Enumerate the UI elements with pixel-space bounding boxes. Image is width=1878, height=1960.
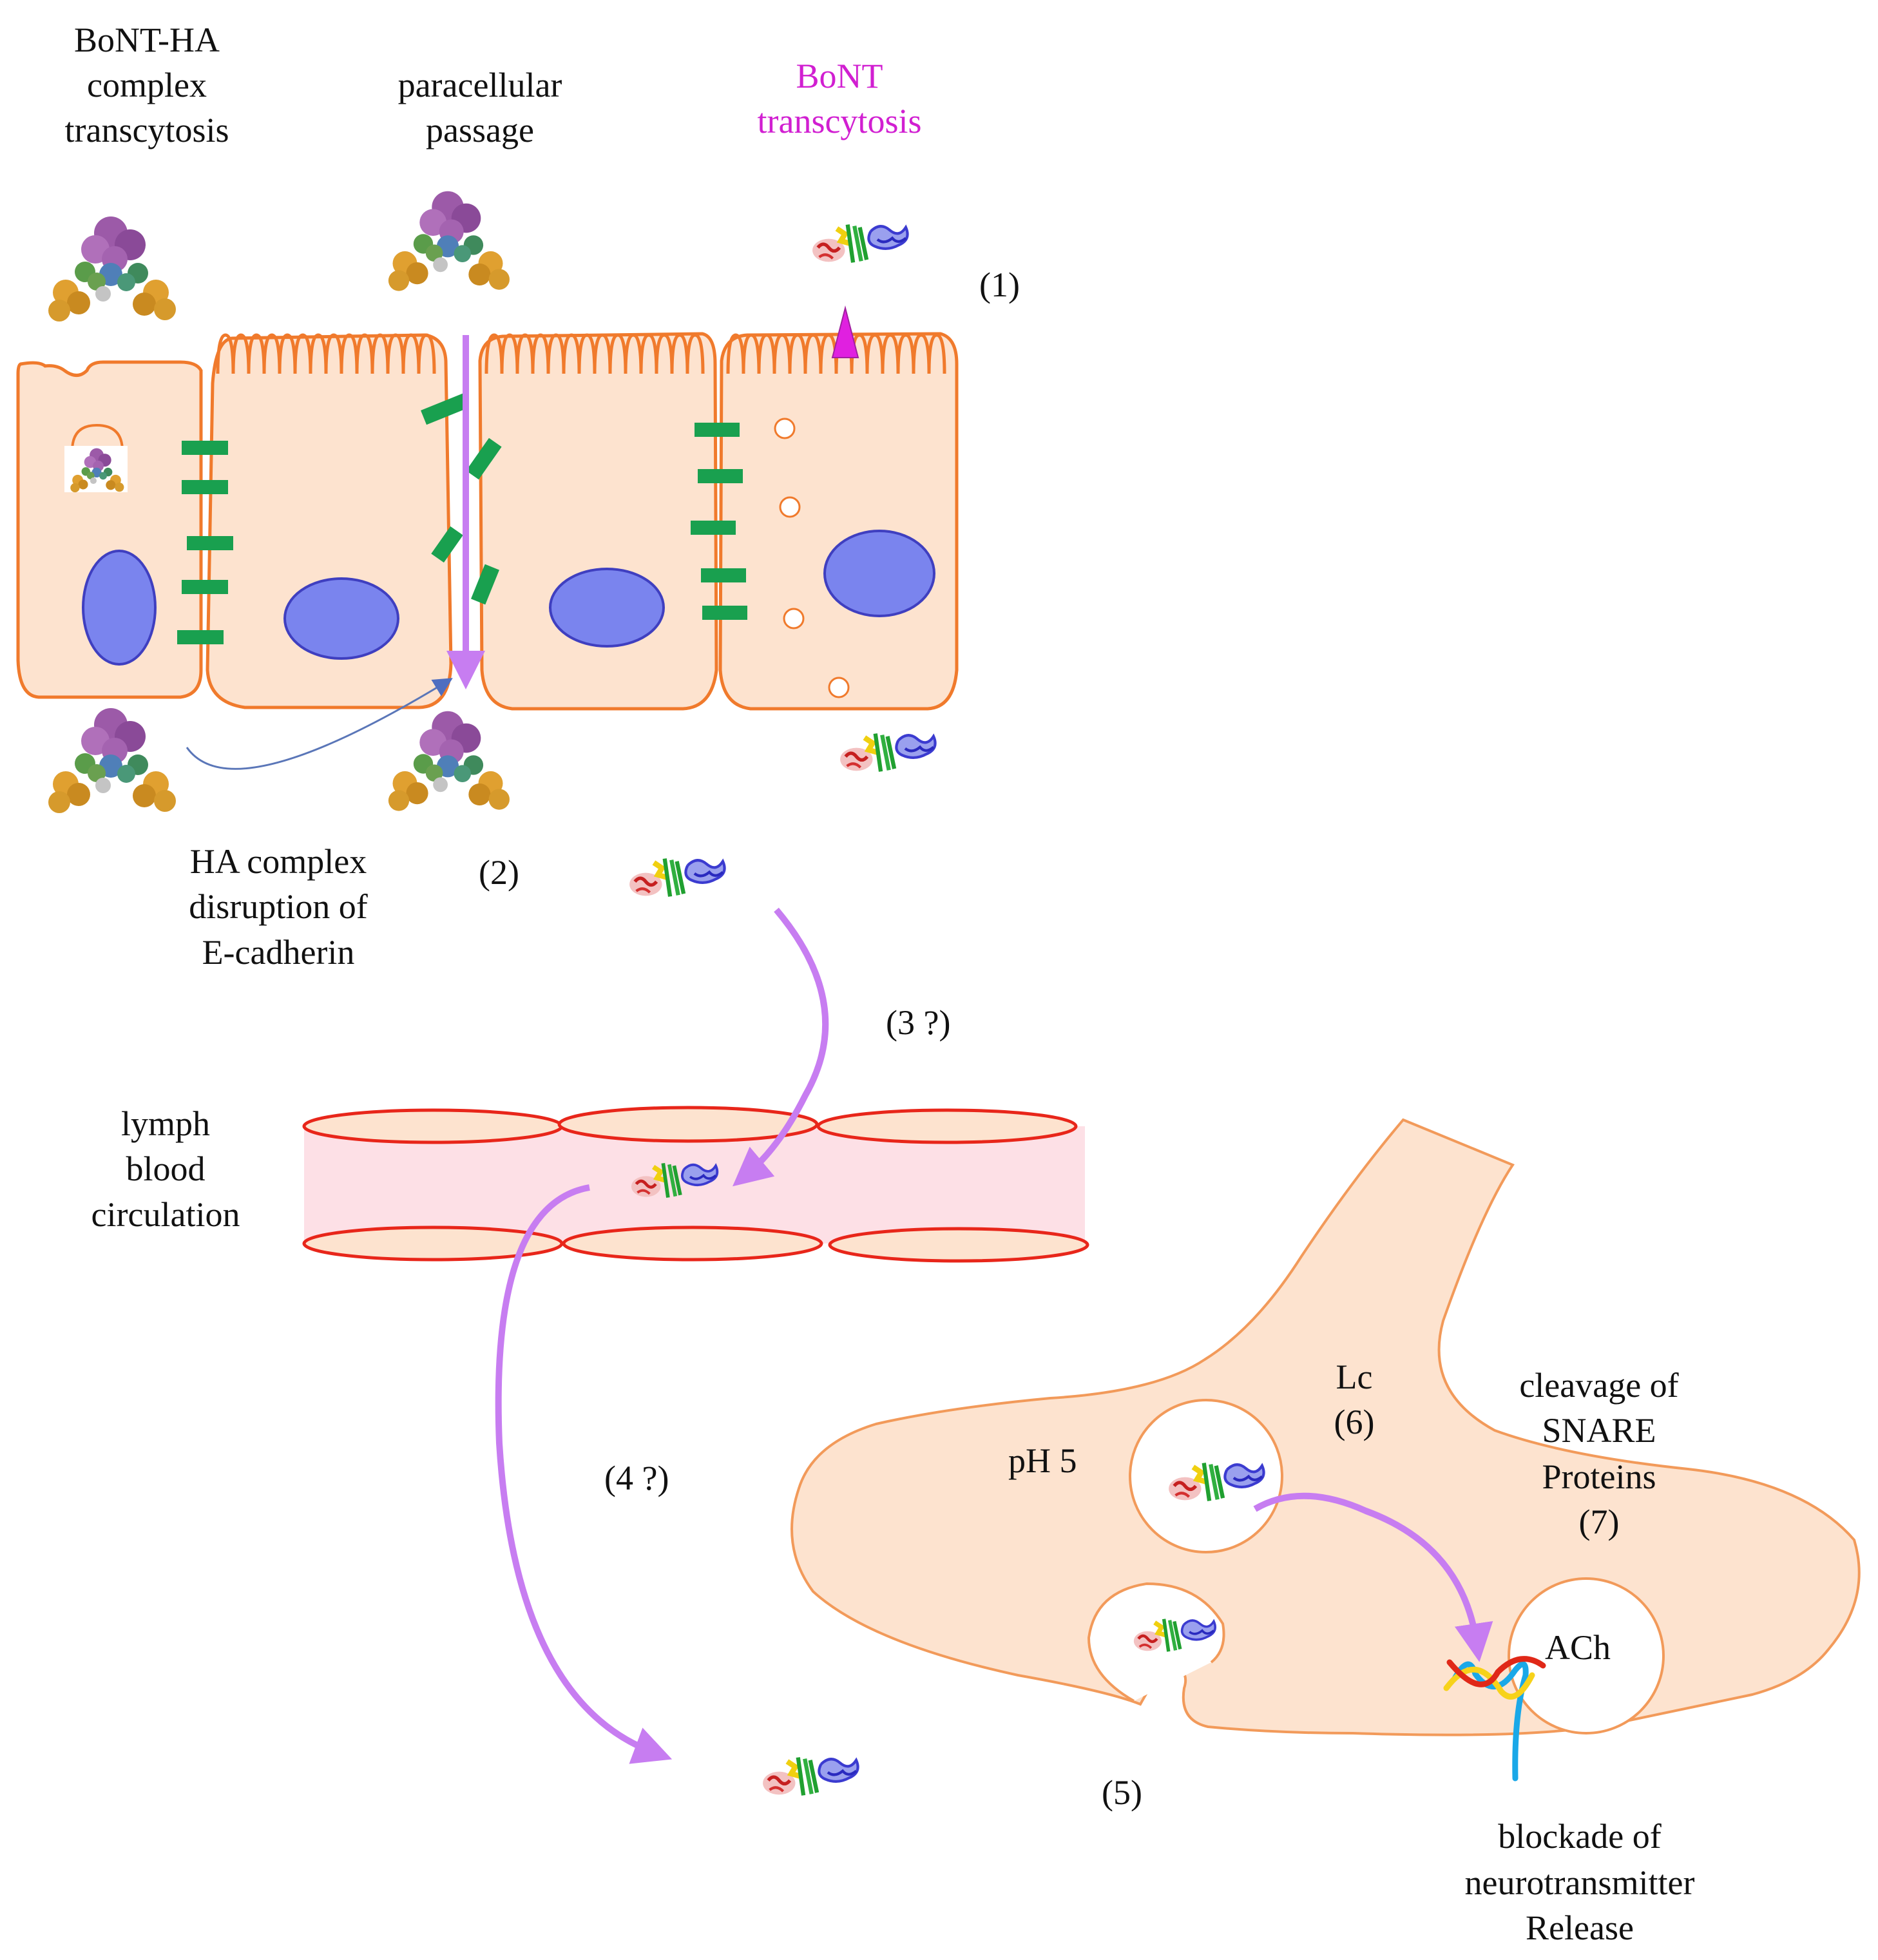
ha-disruption-arrow: [186, 678, 453, 770]
bont-protein-icon: [763, 1758, 858, 1796]
bont-transcytosis-arrow-icon: [831, 305, 859, 358]
bont-ha-protein-complex-icon: [48, 708, 176, 813]
label-ph5: pH 5: [1008, 1441, 1077, 1480]
epithelial-cell: [478, 332, 718, 711]
cell-nucleus: [82, 550, 157, 666]
label-step5: (5): [1102, 1773, 1142, 1812]
svg-text:lymph: lymph: [121, 1104, 210, 1143]
svg-text:SNARE: SNARE: [1542, 1411, 1656, 1450]
label-ach: ACh: [1545, 1628, 1611, 1667]
label-step1: (1): [979, 265, 1020, 304]
svg-text:(6): (6): [1334, 1403, 1375, 1441]
label-lc-step6: Lc (6): [1334, 1358, 1375, 1441]
svg-text:paracellular: paracellular: [398, 66, 562, 104]
transcytosis-vesicles: [774, 418, 850, 698]
bont-protein-icon: [812, 225, 907, 263]
svg-text:Lc: Lc: [1336, 1358, 1373, 1396]
ach-vesicle: [1508, 1577, 1665, 1734]
cell-nucleus: [283, 577, 399, 660]
svg-text:blockade of: blockade of: [1498, 1817, 1661, 1856]
svg-text:cleavage of: cleavage of: [1519, 1366, 1678, 1405]
label-bont-transcytosis: BoNT transcytosis: [758, 57, 922, 140]
svg-text:blood: blood: [126, 1149, 205, 1188]
label-step2: (2): [479, 853, 519, 892]
label-blockade-release: blockade of neurotransmitter Release: [1465, 1817, 1695, 1947]
cell-nucleus: [549, 568, 665, 648]
disrupted-e-cadherin: [421, 393, 502, 605]
svg-text:transcytosis: transcytosis: [758, 102, 922, 140]
label-bont-ha-transcytosis: BoNT-HA complex transcytosis: [65, 21, 229, 149]
svg-text:BoNT-HA: BoNT-HA: [74, 21, 220, 59]
bont-ha-protein-complex-icon: [388, 191, 510, 291]
lc-arrow: [1253, 1492, 1493, 1662]
svg-text:Release: Release: [1526, 1908, 1634, 1947]
svg-text:BoNT: BoNT: [796, 57, 883, 95]
e-cadherin-junctions: [691, 423, 747, 620]
label-paracellular-passage: paracellular passage: [398, 66, 562, 149]
microvilli: [216, 333, 946, 374]
epithelial-layer: [16, 332, 959, 711]
label-cleavage-snare: cleavage of SNARE Proteins (7): [1519, 1366, 1678, 1541]
label-ha-complex-disruption: HA complex disruption of E-cadherin: [189, 842, 368, 972]
svg-text:circulation: circulation: [91, 1195, 240, 1234]
label-step3: (3 ?): [886, 1003, 950, 1042]
e-cadherin-junctions: [177, 441, 233, 644]
svg-text:complex: complex: [87, 66, 207, 104]
step3-arrow: [733, 907, 829, 1187]
label-step4: (4 ?): [604, 1459, 669, 1497]
svg-text:passage: passage: [426, 111, 534, 149]
svg-text:HA complex: HA complex: [190, 842, 367, 881]
svg-text:transcytosis: transcytosis: [65, 111, 229, 149]
bont-protein-icon: [629, 859, 724, 897]
bont-ha-protein-complex-icon: [48, 216, 176, 322]
bont-ha-protein-complex-icon: [388, 711, 510, 811]
epithelial-cell: [718, 332, 959, 711]
svg-text:disruption of: disruption of: [189, 887, 368, 926]
svg-text:(7): (7): [1579, 1503, 1620, 1541]
bont-protein-icon: [840, 734, 935, 772]
svg-text:E-cadherin: E-cadherin: [202, 933, 355, 972]
endocytic-pocket: [71, 423, 124, 452]
snare-proteins: [1443, 1656, 1546, 1782]
cell-nucleus: [823, 530, 935, 617]
label-lymph-blood-circulation: lymph blood circulation: [91, 1104, 240, 1234]
svg-text:neurotransmitter: neurotransmitter: [1465, 1863, 1695, 1902]
step4-arrow: [495, 1184, 673, 1764]
svg-text:Proteins: Proteins: [1542, 1457, 1656, 1496]
